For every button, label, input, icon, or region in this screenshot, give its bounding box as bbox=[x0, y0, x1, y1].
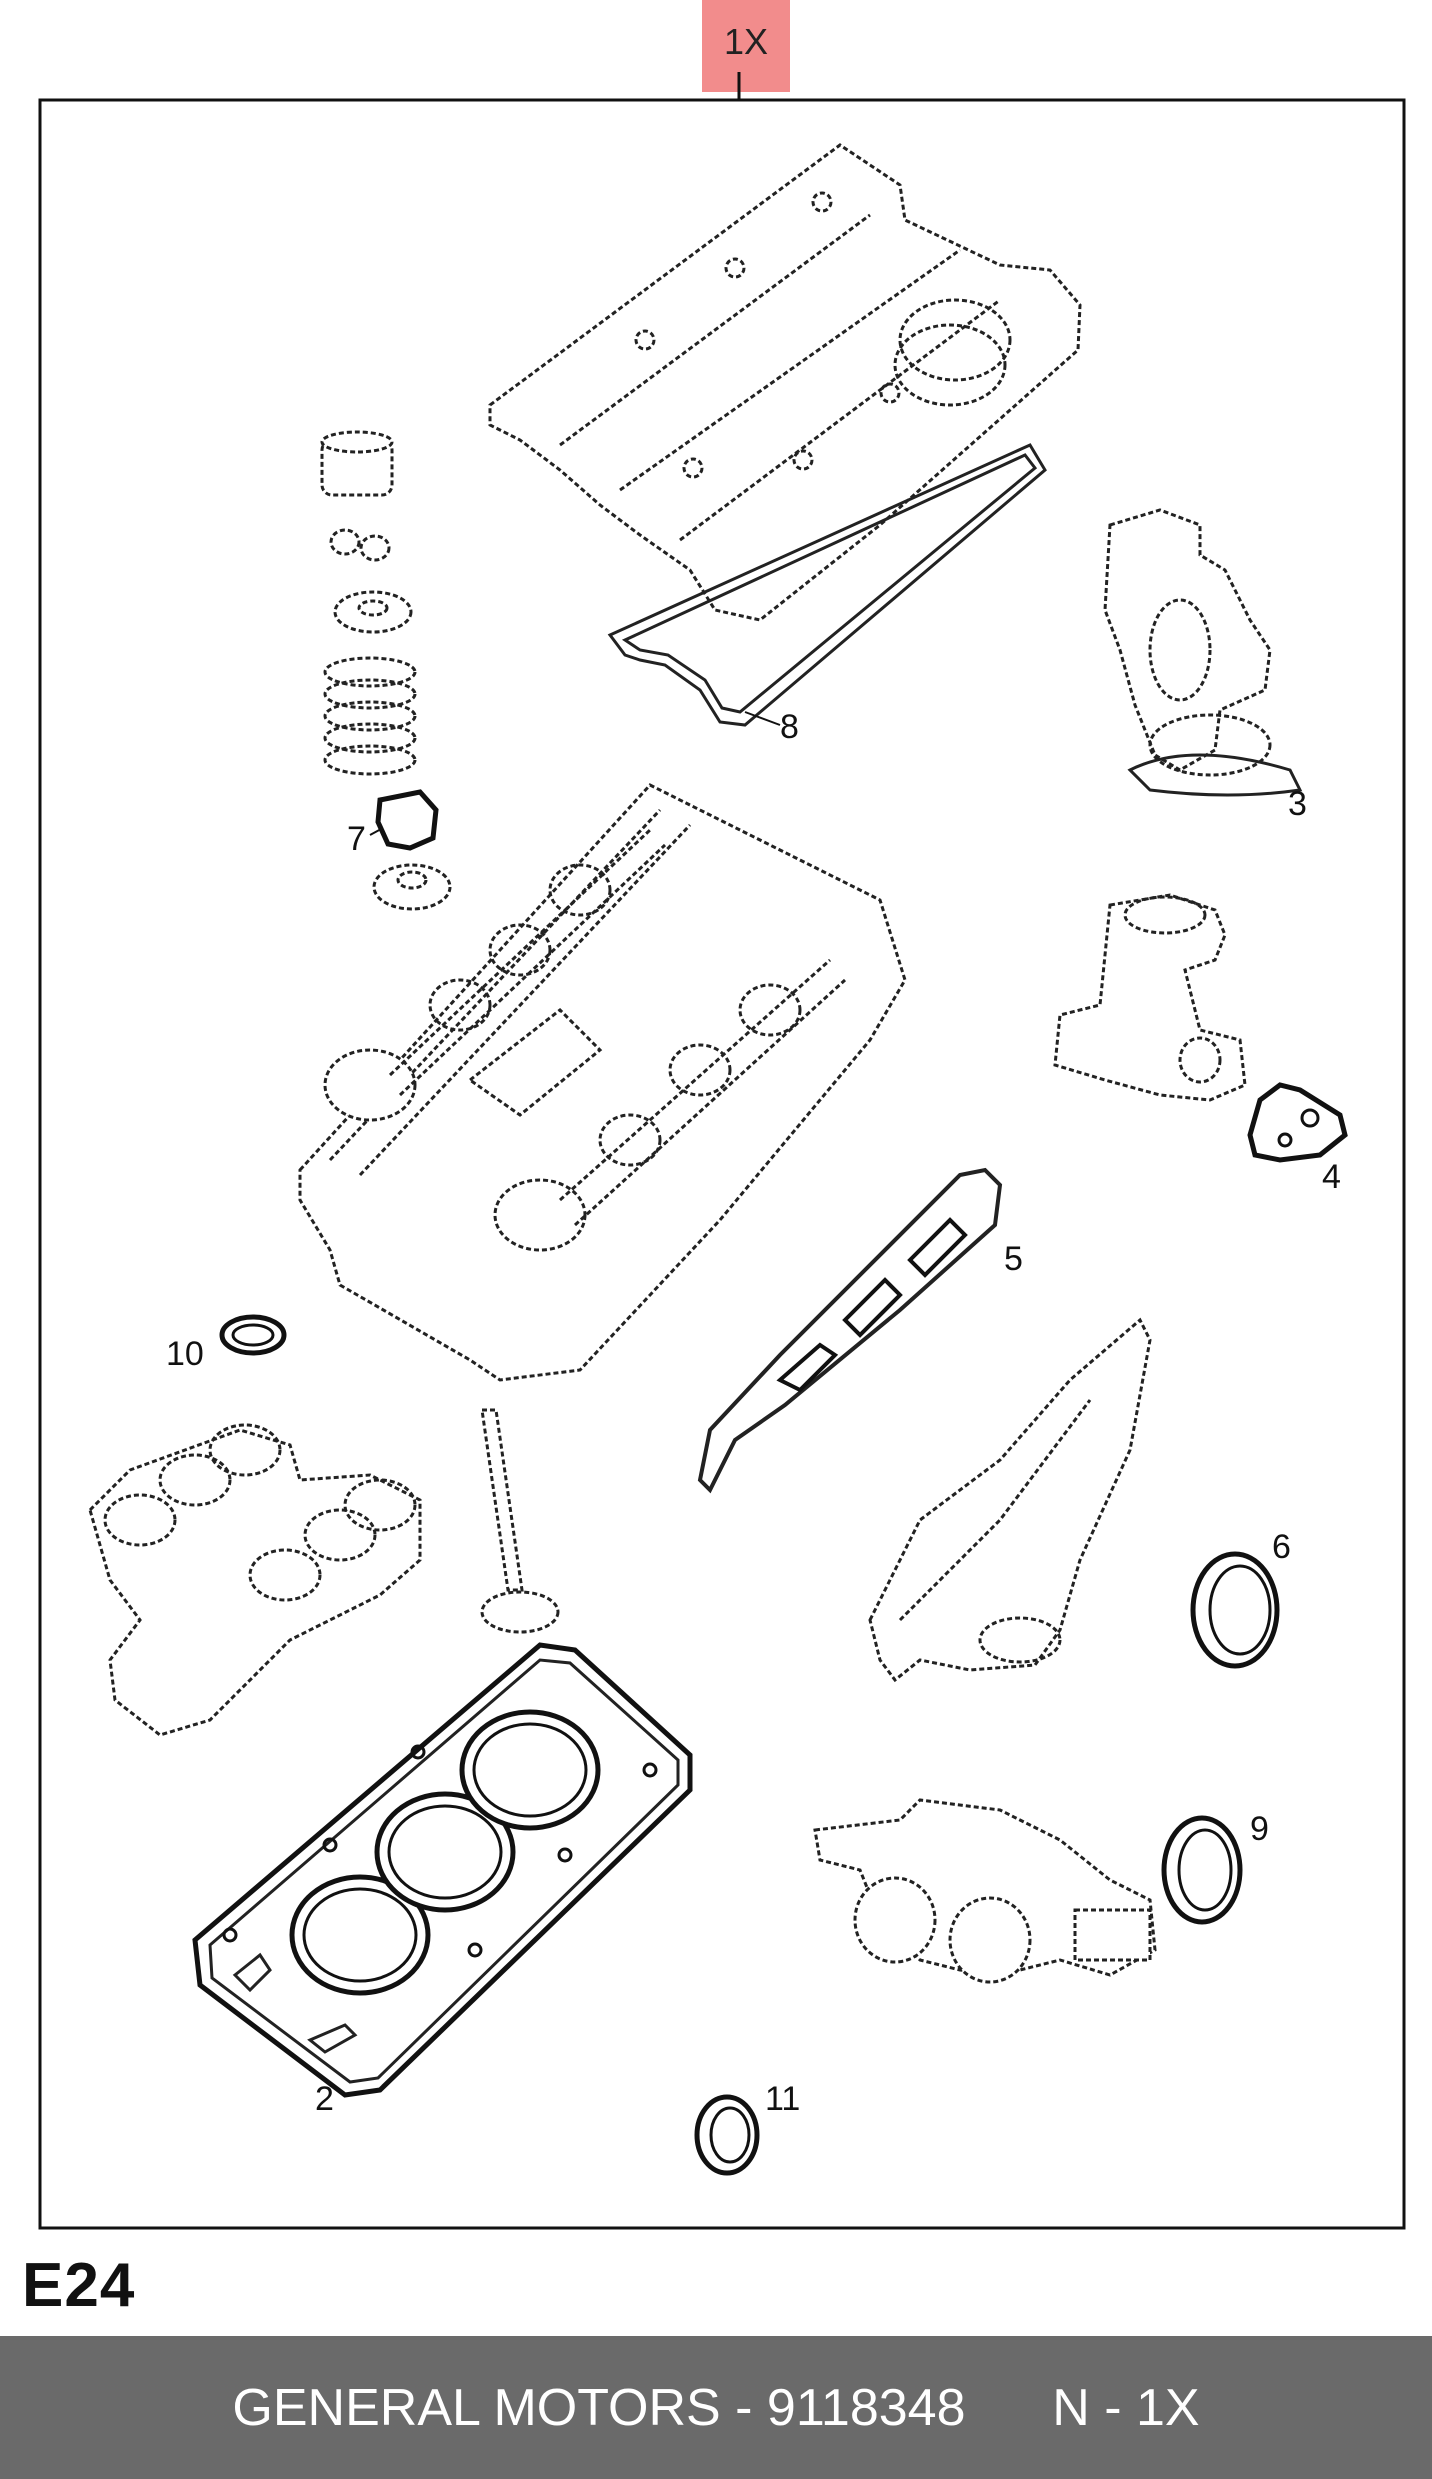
egr-gasket-4 bbox=[1247, 1082, 1348, 1163]
section-code: E24 bbox=[22, 2251, 136, 2320]
cylinder-head-illustration bbox=[298, 783, 907, 1382]
valve-cover-gasket-8 bbox=[607, 443, 1047, 727]
footer-quantity: N - 1X bbox=[1052, 2378, 1200, 2437]
leader-8 bbox=[744, 711, 781, 726]
callout-3: 3 bbox=[1288, 785, 1307, 823]
footer-bar: GENERAL MOTORS - 9118348 N - 1X bbox=[0, 2336, 1432, 2479]
egr-valve-illustration bbox=[1053, 893, 1247, 1102]
callout-5: 5 bbox=[1004, 1240, 1023, 1278]
valve-illustration bbox=[480, 1408, 560, 1634]
callout-6: 6 bbox=[1272, 1528, 1291, 1566]
head-gasket-2 bbox=[192, 1642, 693, 2098]
qty-tag-box bbox=[702, 0, 790, 92]
valve-cover-illustration bbox=[488, 143, 1082, 622]
callout-7: 7 bbox=[347, 820, 366, 858]
intake-manifold-illustration bbox=[88, 1423, 422, 1737]
valve-spring-stack bbox=[320, 430, 452, 911]
callout-9: 9 bbox=[1250, 1810, 1269, 1848]
seal-9 bbox=[1161, 1815, 1243, 1925]
callout-10: 10 bbox=[166, 1335, 204, 1373]
seal-11 bbox=[694, 2094, 760, 2176]
qty-tag-label: 1X bbox=[724, 21, 768, 62]
leader-7 bbox=[369, 827, 384, 836]
callout-4: 4 bbox=[1322, 1158, 1341, 1196]
footer-brand-part-number: GENERAL MOTORS - 9118348 bbox=[232, 2378, 966, 2437]
water-outlet-illustration bbox=[813, 1798, 1157, 1984]
callout-8: 8 bbox=[780, 708, 799, 746]
thermostat-gasket-3 bbox=[1127, 753, 1303, 797]
o-ring-10 bbox=[219, 1314, 287, 1356]
exhaust-manifold-illustration bbox=[868, 1317, 1152, 1683]
footer-spacer bbox=[966, 2378, 1053, 2438]
callout-11: 11 bbox=[765, 2080, 800, 2118]
seal-6 bbox=[1190, 1551, 1280, 1669]
manifold-gasket-5 bbox=[697, 1167, 1003, 1494]
callout-2: 2 bbox=[315, 2080, 334, 2118]
diagram-frame bbox=[38, 98, 1406, 2230]
thermostat-housing-illustration bbox=[1103, 508, 1272, 777]
